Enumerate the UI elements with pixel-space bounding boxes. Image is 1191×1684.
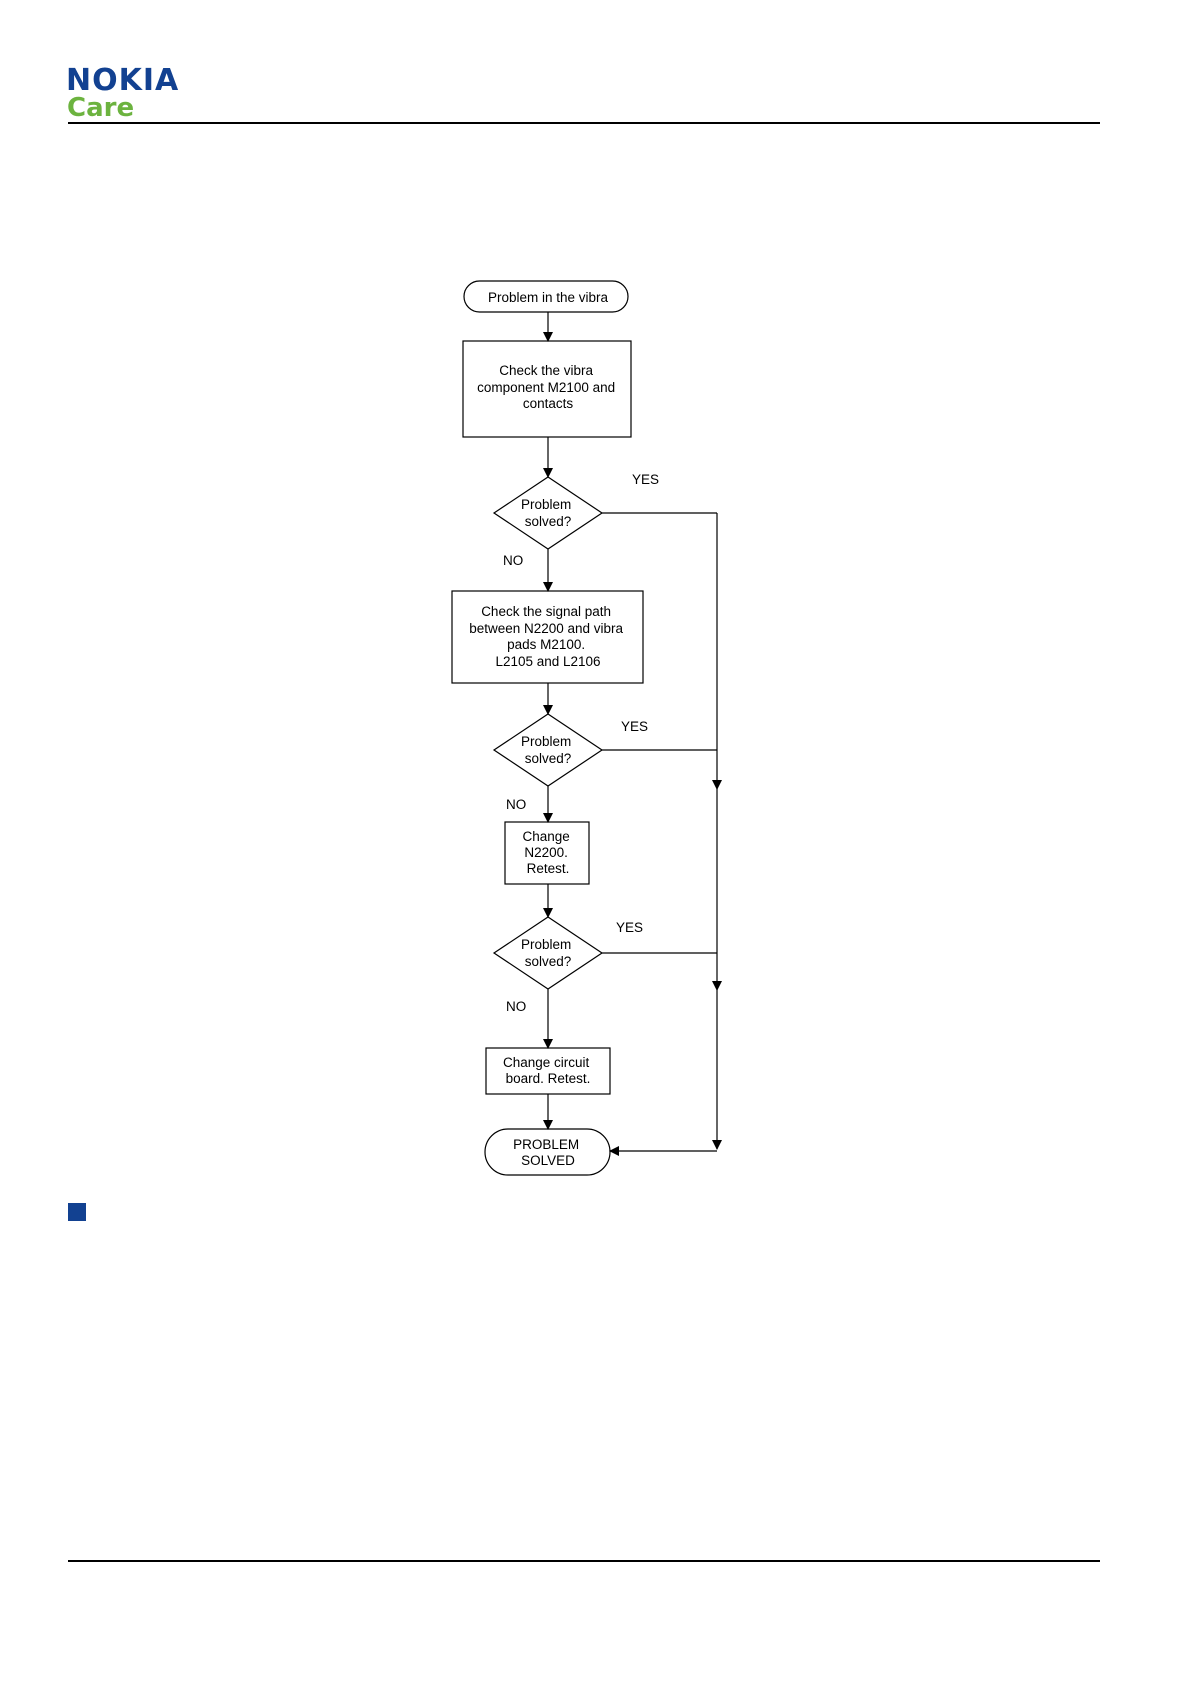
end-terminator [485,1129,610,1175]
decision-2-diamond [494,714,602,786]
step4-label: Change circuit board. Retest. [503,1055,593,1086]
no-label-1: NO [503,553,523,568]
decision3-label: Problem solved? [521,937,575,969]
section-bullet [68,1203,86,1221]
decision1-label: Problem solved? [521,497,575,529]
no-label-2: NO [506,797,526,812]
end-label: PROBLEM SOLVED [513,1137,583,1168]
yes-label-2: YES [621,719,648,734]
no-label-3: NO [506,999,526,1014]
yes-label-3: YES [616,920,643,935]
step1-label: Check the vibra component M2100 and cont… [477,363,619,411]
decision2-label: Problem solved? [521,734,575,766]
yes-label-1: YES [632,472,659,487]
start-label: Problem in the vibra [488,290,609,305]
footer-rule [68,1560,1100,1562]
step3-label: Change N2200. Retest. [522,829,573,876]
decision-3-diamond [494,917,602,989]
step2-label: Check the signal path between N2200 and … [469,604,627,669]
decision-1-diamond [494,477,602,549]
